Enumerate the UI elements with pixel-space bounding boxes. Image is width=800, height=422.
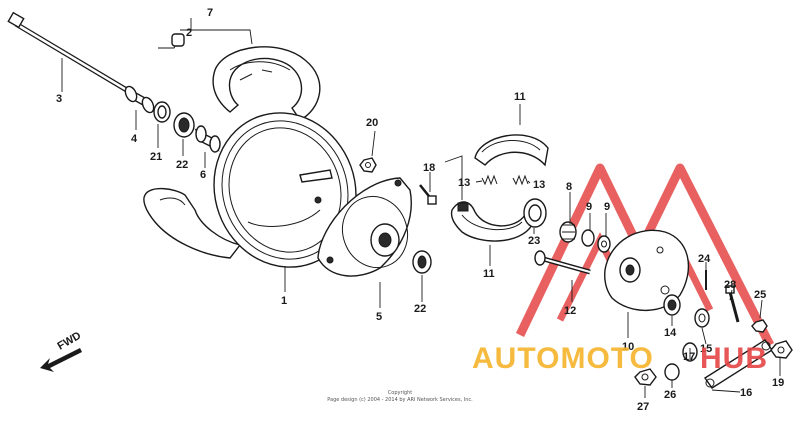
copyright-notice: Copyright Page design (c) 2004 - 2014 by…: [327, 390, 473, 403]
wear-indicator-plate: [694, 308, 710, 328]
callout-3: 3: [56, 93, 62, 105]
callout-11-lower: 11: [483, 268, 495, 280]
callout-10: 10: [622, 341, 634, 353]
forward-direction-indicator: FWD: [40, 330, 83, 372]
callout-13-left: 13: [458, 177, 470, 189]
callout-24: 24: [698, 253, 711, 265]
wheel-rim: [213, 112, 357, 268]
oil-seal: [153, 101, 171, 123]
inner-tube-upper: [212, 46, 321, 121]
brake-cam: [534, 250, 591, 275]
bolt: [419, 184, 437, 205]
washer-b: [597, 235, 611, 253]
callout-11-upper: 11: [514, 91, 526, 103]
callout-28: 28: [724, 279, 736, 291]
brake-panel-seal: [523, 198, 547, 228]
callout-22-left: 22: [176, 159, 188, 171]
callout-20: 20: [366, 117, 378, 129]
spacer-collar: [124, 85, 155, 114]
callout-7: 7: [207, 7, 213, 19]
callout-2: 2: [186, 27, 192, 39]
bearing-left: [173, 112, 195, 138]
brake-shoe-spring-left: [481, 174, 498, 186]
watermark-text-automoto: AUTOMOTO: [472, 342, 654, 375]
brake-panel: [604, 229, 690, 312]
brake-arm-seal: [663, 294, 681, 316]
callout-22-right: 22: [414, 303, 426, 315]
valve-stem: [158, 33, 185, 49]
brake-shoe-lower: [450, 201, 533, 242]
axle: [7, 11, 132, 95]
washer-a: [581, 229, 595, 247]
callout-9-a: 9: [586, 201, 592, 213]
callout-6: 6: [200, 169, 206, 181]
arrow-left-icon: [40, 348, 82, 372]
callout-17: 17: [683, 351, 695, 363]
nut-27: [634, 368, 657, 386]
callout-21: 21: [150, 151, 162, 163]
callout-16: 16: [740, 387, 752, 399]
bearing-right: [412, 250, 432, 274]
callout-15: 15: [700, 343, 712, 355]
callout-13-right: 13: [533, 179, 545, 191]
brake-arm-bolt: [725, 285, 740, 323]
callout-12: 12: [564, 305, 576, 317]
callout-9-b: 9: [604, 201, 610, 213]
callout-14: 14: [664, 327, 677, 339]
callout-1: 1: [281, 295, 287, 307]
cap-26: [664, 363, 680, 381]
callout-8: 8: [566, 181, 572, 193]
callout-25: 25: [754, 289, 766, 301]
axle-nut: [770, 340, 793, 359]
leader-lines: [61, 18, 781, 398]
callout-27: 27: [637, 401, 649, 413]
brake-shoe-spring-right: [512, 174, 529, 186]
callout-26: 26: [664, 389, 676, 401]
brake-shoe-upper: [474, 134, 549, 167]
callout-18: 18: [423, 162, 435, 174]
copyright-line-1: Copyright: [388, 390, 412, 396]
callout-19: 19: [772, 377, 784, 389]
callout-4: 4: [131, 133, 138, 145]
watermark-wordmark: AUTOMOTO HUB: [472, 342, 768, 375]
callout-labels: 7 2 3 4 21 22 6 1 20 18 5 22 11 13 13 11…: [56, 7, 784, 413]
brake-hub: [317, 177, 412, 277]
hub-nut: [359, 157, 377, 173]
brake-arm-nut: [751, 319, 768, 333]
callout-5: 5: [376, 311, 382, 323]
tire-lower: [143, 187, 242, 259]
watermark-text-hub: HUB: [700, 342, 768, 375]
callout-23: 23: [528, 235, 540, 247]
copyright-line-2: Page design (c) 2004 - 2014 by ARI Netwo…: [327, 397, 473, 403]
speedometer-gear: [559, 221, 577, 243]
distance-collar: [194, 125, 221, 153]
